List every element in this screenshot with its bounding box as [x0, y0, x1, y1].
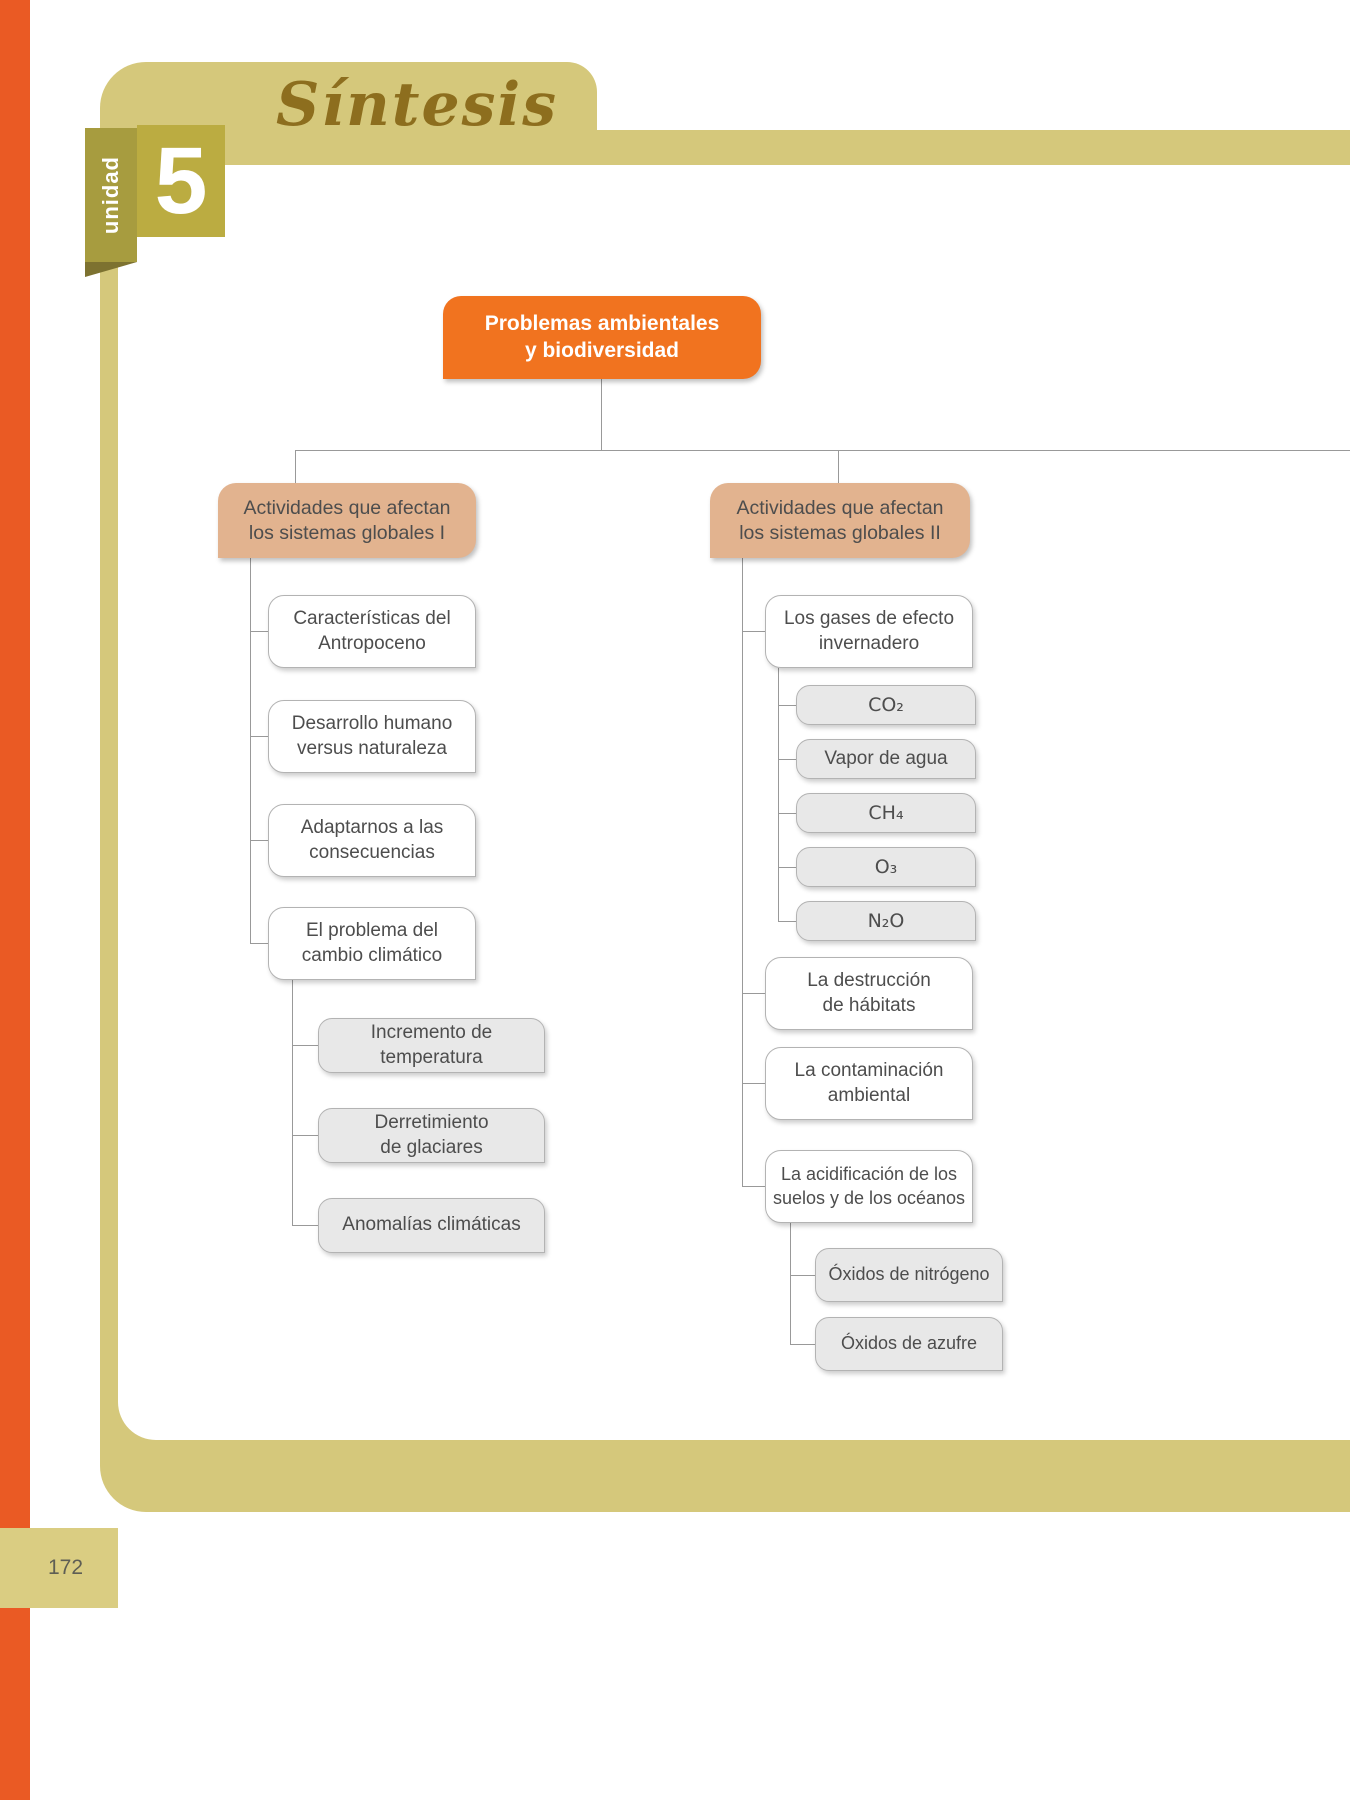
connector-stub [250, 840, 268, 841]
node-destruccion-habitats: La destrucción de hábitats [765, 957, 973, 1030]
connector-acid-spine [790, 1223, 791, 1344]
unit-tab-fold [85, 262, 137, 277]
branch-node-sistemas-globales-2: Actividades que afectan los sistemas glo… [710, 483, 970, 558]
node-derretimiento-glaciares: Derretimiento de glaciares [318, 1108, 545, 1163]
left-border-accent [0, 0, 30, 1800]
root-node-problemas-ambientales: Problemas ambientales y biodiversidad [443, 296, 761, 379]
node-incremento-temperatura: Incremento de temperatura [318, 1018, 545, 1073]
node-gases-efecto-invernadero: Los gases de efecto invernadero [765, 595, 973, 668]
connector-root-drop [601, 379, 602, 450]
node-ch4: CH₄ [796, 793, 976, 833]
node-anomalias-climaticas: Anomalías climáticas [318, 1198, 545, 1253]
connector-stub [250, 631, 268, 632]
connector-branch2-drop [838, 450, 839, 484]
connector-stub [742, 631, 765, 632]
node-adaptarnos-consecuencias: Adaptarnos a las consecuencias [268, 804, 476, 877]
node-o3: O₃ [796, 847, 976, 887]
node-contaminacion-ambiental: La contaminación ambiental [765, 1047, 973, 1120]
connector-stub [778, 921, 796, 922]
connector-stub [790, 1275, 815, 1276]
unit-label-tab: unidad [85, 128, 137, 262]
node-problema-cambio-climatico: El problema del cambio climático [268, 907, 476, 980]
connector-stub [778, 705, 796, 706]
connector-stub [292, 1225, 318, 1226]
node-acidificacion-suelos-oceanos: La acidificación de los suelos y de los … [765, 1150, 973, 1223]
node-caracteristicas-antropoceno: Características del Antropoceno [268, 595, 476, 668]
connector-stub [778, 813, 796, 814]
connector-stub [742, 1083, 765, 1084]
connector-stub [790, 1344, 815, 1345]
unit-number: 5 [137, 125, 225, 237]
node-co2: CO₂ [796, 685, 976, 725]
node-oxidos-nitrogeno: Óxidos de nitrógeno [815, 1248, 1003, 1302]
connector-stub [778, 759, 796, 760]
connector-branch1-drop [295, 450, 296, 484]
page-number: 172 [0, 1528, 118, 1608]
connector-main-horizontal [295, 450, 1350, 451]
connector-stub [742, 993, 765, 994]
connector-stub [292, 1045, 318, 1046]
connector-stub [292, 1135, 318, 1136]
connector-stub [250, 943, 268, 944]
node-n2o: N₂O [796, 901, 976, 941]
node-desarrollo-humano: Desarrollo humano versus naturaleza [268, 700, 476, 773]
connector-branch1-spine [250, 558, 251, 943]
connector-stub [250, 736, 268, 737]
page-title: Síntesis [276, 70, 558, 140]
node-vapor-de-agua: Vapor de agua [796, 739, 976, 779]
connector-stub [742, 1186, 765, 1187]
connector-gases-spine [778, 668, 779, 921]
branch-node-sistemas-globales-1: Actividades que afectan los sistemas glo… [218, 483, 476, 558]
unit-word: unidad [98, 155, 123, 235]
node-oxidos-azufre: Óxidos de azufre [815, 1317, 1003, 1371]
connector-climate-spine [292, 980, 293, 1225]
connector-branch2-spine [742, 558, 743, 1186]
connector-stub [778, 867, 796, 868]
